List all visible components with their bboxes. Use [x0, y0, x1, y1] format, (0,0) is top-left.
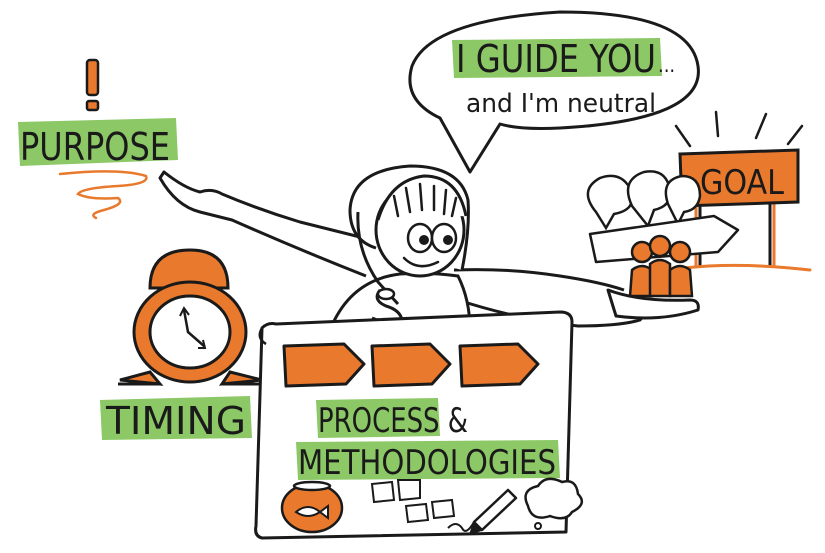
goal-signpost-icon: GOAL: [674, 110, 812, 272]
purpose-highlight: [18, 118, 178, 166]
alarm-clock-icon: [118, 248, 263, 386]
speech-highlight: [452, 38, 662, 78]
process-board: PROCESS & METHODOLOGIES: [254, 310, 584, 540]
timing-highlight: [100, 396, 252, 440]
discussion-bubbles-icon: [586, 170, 702, 231]
pencil-icon: [447, 488, 518, 536]
process-highlight-2: [296, 440, 560, 480]
process-label-line-1: PROCESS &: [318, 401, 468, 441]
fishbowl-icon: [280, 480, 344, 534]
process-arrows-icon: [282, 342, 540, 388]
purpose-group: PURPOSE: [18, 58, 178, 220]
process-highlight-1: [316, 398, 440, 438]
process-label-line-2: METHODOLOGIES: [298, 443, 556, 483]
speech-bubble-icon: I GUIDE YOU ... and I'm neutral: [408, 10, 700, 174]
speech-ellipsis: ...: [658, 53, 675, 77]
speech-line-2: and I'm neutral: [466, 89, 656, 119]
sticky-notes-icon: [370, 479, 456, 524]
purpose-label: PURPOSE: [20, 125, 170, 169]
group-of-people-icon: [628, 234, 694, 298]
speech-line-1: I GUIDE YOU: [456, 37, 656, 81]
timing-group: TIMING: [100, 396, 252, 443]
spiral-doodle: [58, 170, 148, 220]
goal-label: GOAL: [700, 163, 784, 203]
thought-cloud-icon: [524, 477, 584, 530]
facilitator-figure: [158, 164, 700, 331]
timing-label: TIMING: [105, 399, 246, 443]
exclamation-icon: [85, 58, 100, 112]
